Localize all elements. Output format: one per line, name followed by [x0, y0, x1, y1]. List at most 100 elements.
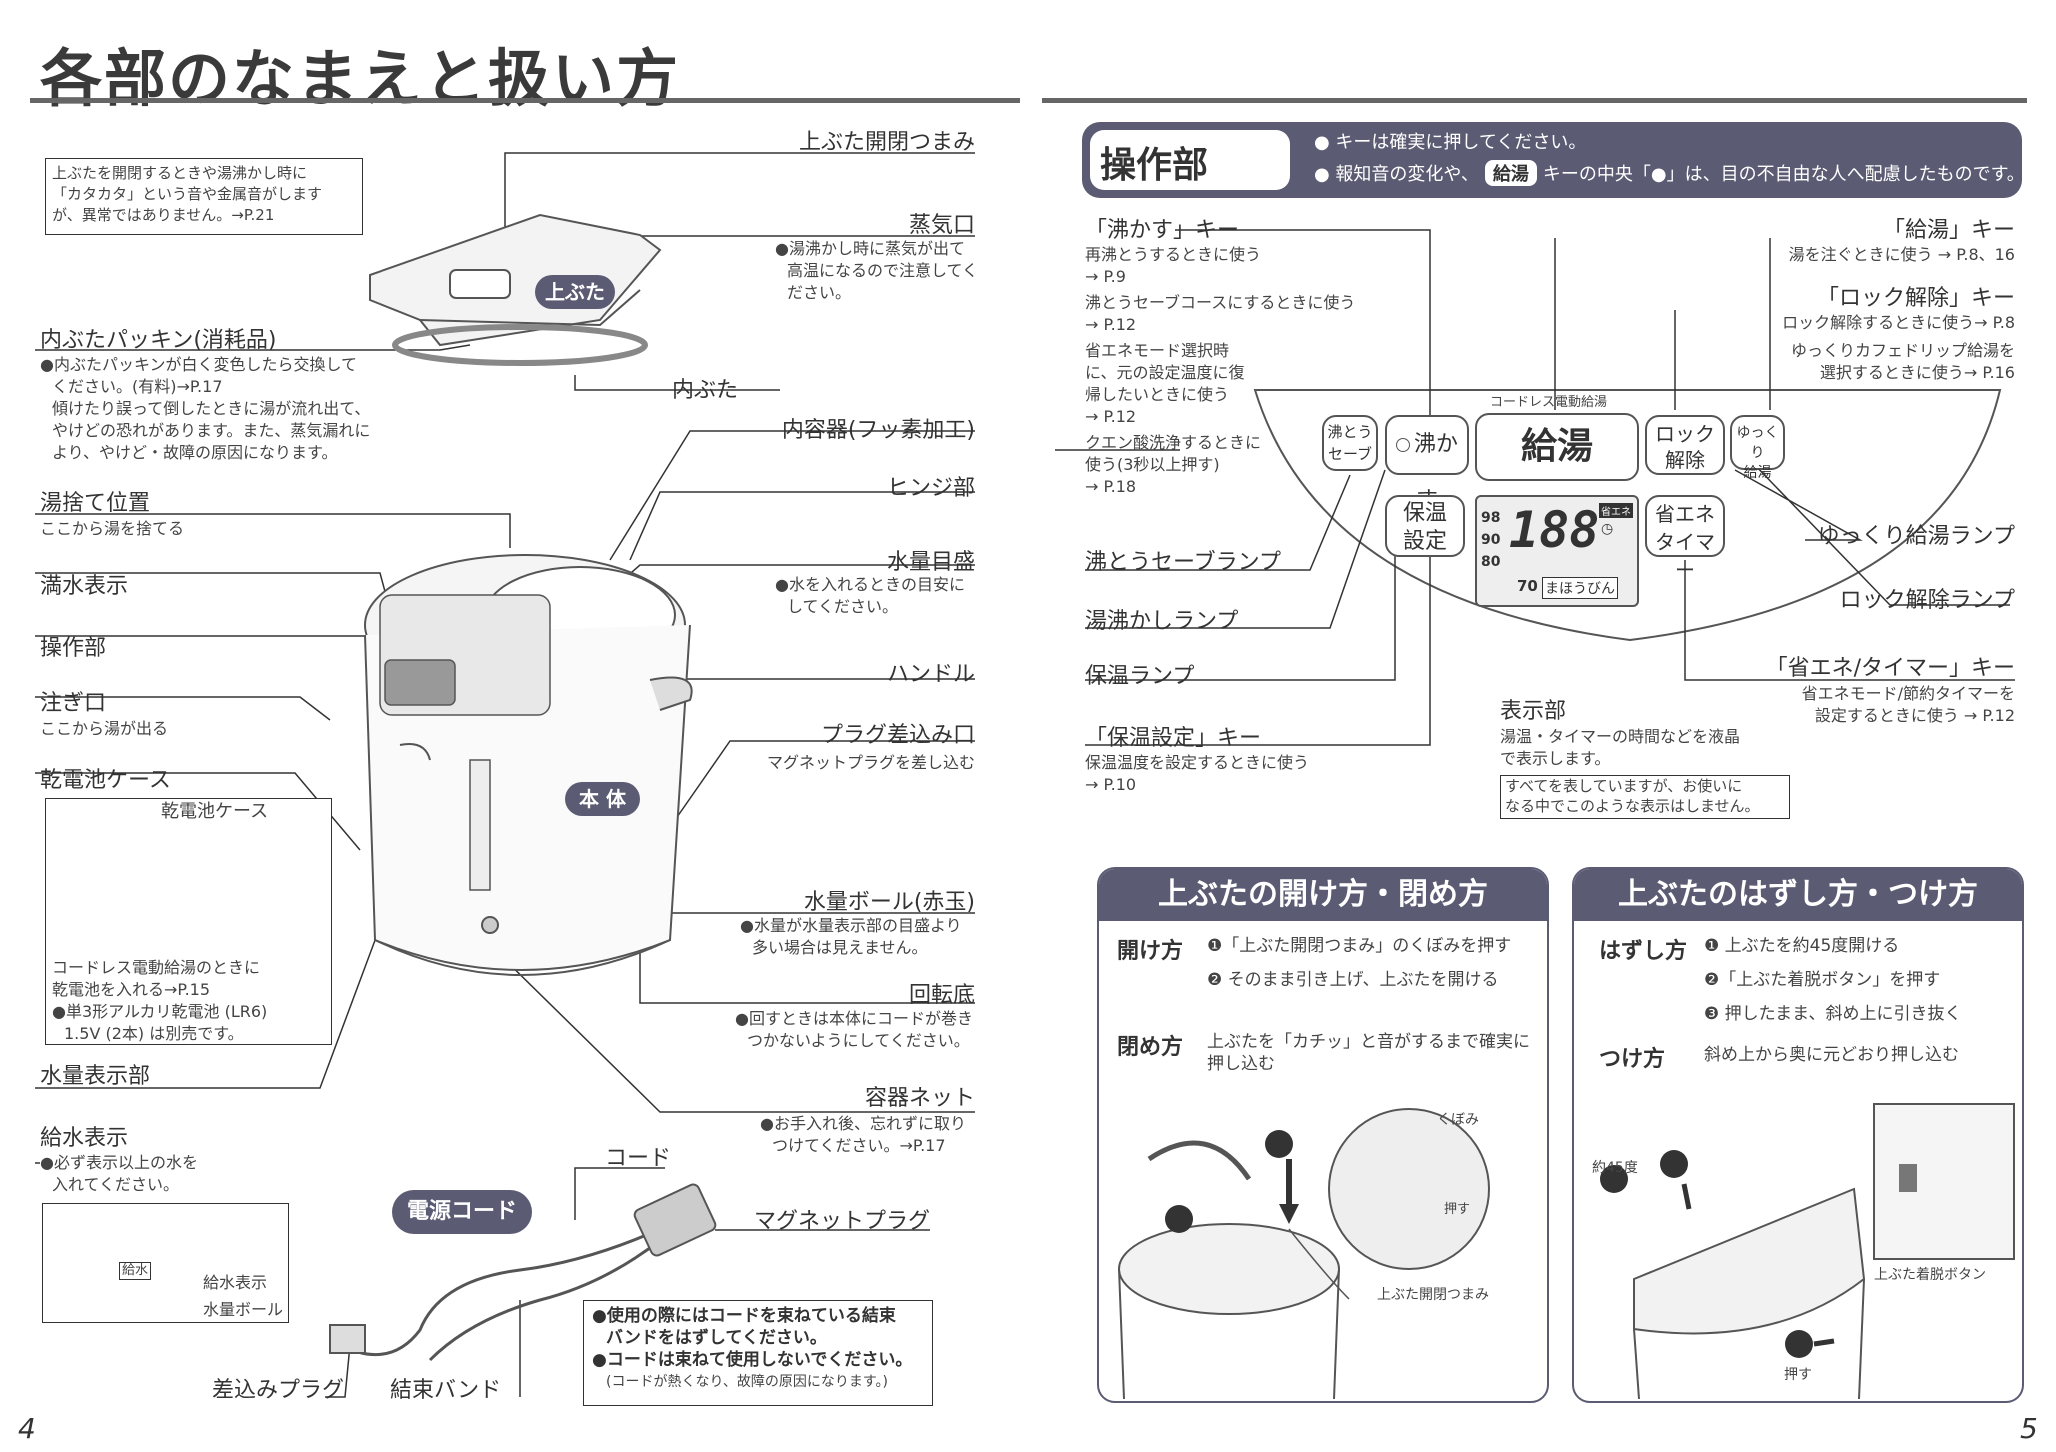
- desc-line: ●湯沸かし時に蒸気が出て: [775, 239, 965, 258]
- step: ❸ 押したまま、斜め上に引き抜く: [1704, 1004, 1962, 1024]
- desc-line: → P.9: [1085, 267, 1126, 286]
- label-cord: コード: [605, 1146, 672, 1171]
- label-container-net: 容器ネット: [864, 1086, 975, 1111]
- desc-line: やけどの恐れがあります。また、蒸気漏れに: [52, 421, 371, 440]
- page-number-left: 4: [18, 1412, 36, 1445]
- label-battery-case: 乾電池ケース: [40, 768, 171, 793]
- lcd-temp: 90: [1481, 532, 1501, 548]
- key-label: ロック: [1655, 422, 1715, 446]
- cord-badge: 電源コード: [392, 1190, 532, 1234]
- label-plug: 差込みプラグ: [212, 1378, 345, 1403]
- note-line: バンドをはずしてください。: [606, 1328, 827, 1348]
- desc-line: ロック解除するときに使う→ P.8: [1782, 313, 2015, 332]
- label-steam-vent: 蒸気口: [908, 213, 975, 238]
- angle-label: 約45度: [1592, 1160, 1638, 1176]
- ops-note-key: 給湯: [1484, 160, 1537, 186]
- label-inner-container: 内容器(フッ素加工): [781, 418, 975, 443]
- label-inner-lid: 内ぶた: [672, 378, 739, 403]
- knob-label: 上ぶた開閉つまみ: [1377, 1287, 1489, 1303]
- base-desc: ●回すときは本体にコードが巻き つかないようにしてください。: [735, 1008, 973, 1052]
- lcd-temps: 98 90 80: [1481, 507, 1500, 573]
- desc-line: 高温になるので注意してく: [787, 261, 979, 280]
- ops-title: 操作部: [1100, 145, 1209, 186]
- desc-line: 多い場合は見えません。: [752, 938, 928, 957]
- remove-attach-illustration: [1600, 1103, 2015, 1399]
- desc-line: 省エネモード選択時: [1085, 341, 1230, 360]
- fill-desc: ●必ず表示以上の水を 入れてください。: [40, 1152, 198, 1196]
- label-water-ball: 水量ボール(赤玉): [803, 890, 975, 915]
- plug-inlet-desc: マグネットプラグを差し込む: [766, 753, 975, 772]
- remove-attach-panel: 上ぶたのはずし方・つけ方 はずし方 ❶ 上ぶたを約45度開ける ❷「上ぶた着脱ボ…: [1572, 867, 2024, 1403]
- close-desc: 上ぶたを「カチッ」と音がするまで確実に 押し込む: [1207, 1031, 1530, 1075]
- label-spout: 注ぎ口: [40, 691, 107, 716]
- label-full-mark: 満水表示: [40, 574, 129, 599]
- keep-desc: 保温温度を設定するときに使う → P.10: [1085, 752, 1309, 796]
- desc-line: ●必ず表示以上の水を: [40, 1153, 198, 1172]
- lcd-bottom-temp: 70: [1517, 577, 1538, 595]
- label-display: 表示部: [1500, 699, 1567, 724]
- label-handle: ハンドル: [886, 662, 975, 687]
- lcd-temp: 80: [1481, 554, 1501, 570]
- label-hinge: ヒンジ部: [886, 476, 975, 501]
- unlock-desc: ロック解除するときに使う→ P.8 ゆっくりカフェドリップ給湯を 選択するときに…: [1700, 312, 2015, 384]
- ops-note: ● 報知音の変化や、: [1314, 164, 1479, 185]
- title-rule-right: [1042, 98, 2027, 103]
- label-boil-key: 「沸かす」キー: [1085, 218, 1240, 243]
- desc-line: → P.10: [1085, 775, 1137, 794]
- desc-line: → P.12: [1085, 315, 1137, 334]
- label-save-lamp: 沸とうセーブランプ: [1085, 550, 1282, 575]
- lcd-eco-tag: 省エネ: [1599, 503, 1633, 518]
- dispense-desc: 湯を注ぐときに使う → P.8、16: [1788, 245, 2015, 264]
- label-magnet-plug: マグネットプラグ: [753, 1209, 930, 1234]
- clock-icon: ◷: [1601, 521, 1614, 537]
- label-fill-mark: 給水表示: [40, 1126, 129, 1151]
- gasket-desc: ●内ぶたパッキンが白く変色したら交換して ください。(有料)→P.17 傾けたり…: [40, 354, 370, 464]
- boil-lamp-icon: [1395, 438, 1410, 452]
- label-unlock-lamp: ロック解除ランプ: [1839, 588, 2015, 613]
- label-boil-lamp: 湯沸かしランプ: [1085, 609, 1239, 634]
- boil-save-button[interactable]: 沸とう セーブ: [1322, 415, 1378, 471]
- desc-line: ●単3形アルカリ乾電池 (LR6): [52, 1002, 268, 1021]
- slow-dispense-button[interactable]: ゆっくり 給湯: [1730, 415, 1785, 481]
- key-label: セーブ: [1327, 445, 1373, 463]
- desc-line: クエン酸洗浄するときに: [1085, 433, 1262, 452]
- desc-line: 1.5V (2本) は別売です。: [64, 1024, 244, 1043]
- label-level-window: 水量表示部: [40, 1064, 151, 1089]
- lcd-display: 98 90 80 188 省エネ ◷ 70 まほうびん: [1475, 495, 1639, 607]
- unlock-button[interactable]: ロック 解除: [1645, 415, 1725, 475]
- battery-inset: 乾電池ケース コードレス電動給湯のときに 乾電池を入れる→P.15 ●単3形アル…: [45, 798, 332, 1045]
- fill-inset-label: 給水表示: [203, 1273, 268, 1292]
- ops-note: ● キーは確実に押してください。: [1314, 132, 1587, 153]
- open-close-illustration: [1118, 1108, 1490, 1399]
- dispense-button[interactable]: 給湯: [1475, 413, 1639, 481]
- step: ❷「上ぶた着脱ボタン」を押す: [1704, 970, 1941, 990]
- keep-warm-setting-button[interactable]: 保温 設定: [1385, 495, 1465, 557]
- key-label: 設定: [1402, 529, 1447, 554]
- desc-line: 設定するときに使う → P.12: [1814, 706, 2015, 725]
- water-ball-desc: ●水量が水量表示部の目盛より 多い場合は見えません。: [740, 915, 962, 959]
- attach-label: つけ方: [1599, 1047, 1666, 1072]
- desc-line: ●内ぶたパッキンが白く変色したら交換して: [40, 355, 358, 374]
- note-line: (コードが熱くなり、故障の原因になります。): [606, 1374, 888, 1390]
- water-gauge-desc: ●水を入れるときの目安に してください。: [775, 574, 965, 618]
- title-rule-left: [30, 98, 1020, 103]
- step: ❶「上ぶた開閉つまみ」のくぼみを押す: [1207, 936, 1512, 956]
- desc-line: 押し込む: [1207, 1054, 1275, 1074]
- label-slow-lamp: ゆっくり給湯ランプ: [1817, 524, 2015, 549]
- label-drain: 湯捨て位置: [40, 491, 151, 516]
- desc-line: ください。(有料)→P.17: [52, 377, 223, 396]
- desc-line: 再沸とうするときに使う: [1085, 245, 1262, 264]
- note-line: ●使用の際にはコードを束ねている結束: [592, 1306, 896, 1326]
- label-dispense-key: 「給湯」キー: [1882, 218, 2015, 243]
- lid-badge: 上ぶた: [535, 275, 615, 309]
- key-label: タイマー: [1655, 530, 1715, 582]
- desc-line: 沸とうセーブコースにするときに使う: [1085, 293, 1356, 312]
- label-control: 操作部: [40, 636, 107, 661]
- eco-timer-button[interactable]: 省エネ タイマー: [1645, 495, 1725, 582]
- lcd-mahobin: まほうびん: [1542, 577, 1618, 599]
- desc-line: 選択するときに使う→ P.16: [1819, 363, 2015, 382]
- ops-note: キーの中央「●」は、目の不自由な人へ配慮したものです。: [1542, 164, 2025, 185]
- boil-button[interactable]: 沸かす: [1385, 415, 1469, 513]
- desc-line: 入れてください。: [52, 1175, 180, 1194]
- ball-inset-label: 水量ボール: [203, 1300, 284, 1319]
